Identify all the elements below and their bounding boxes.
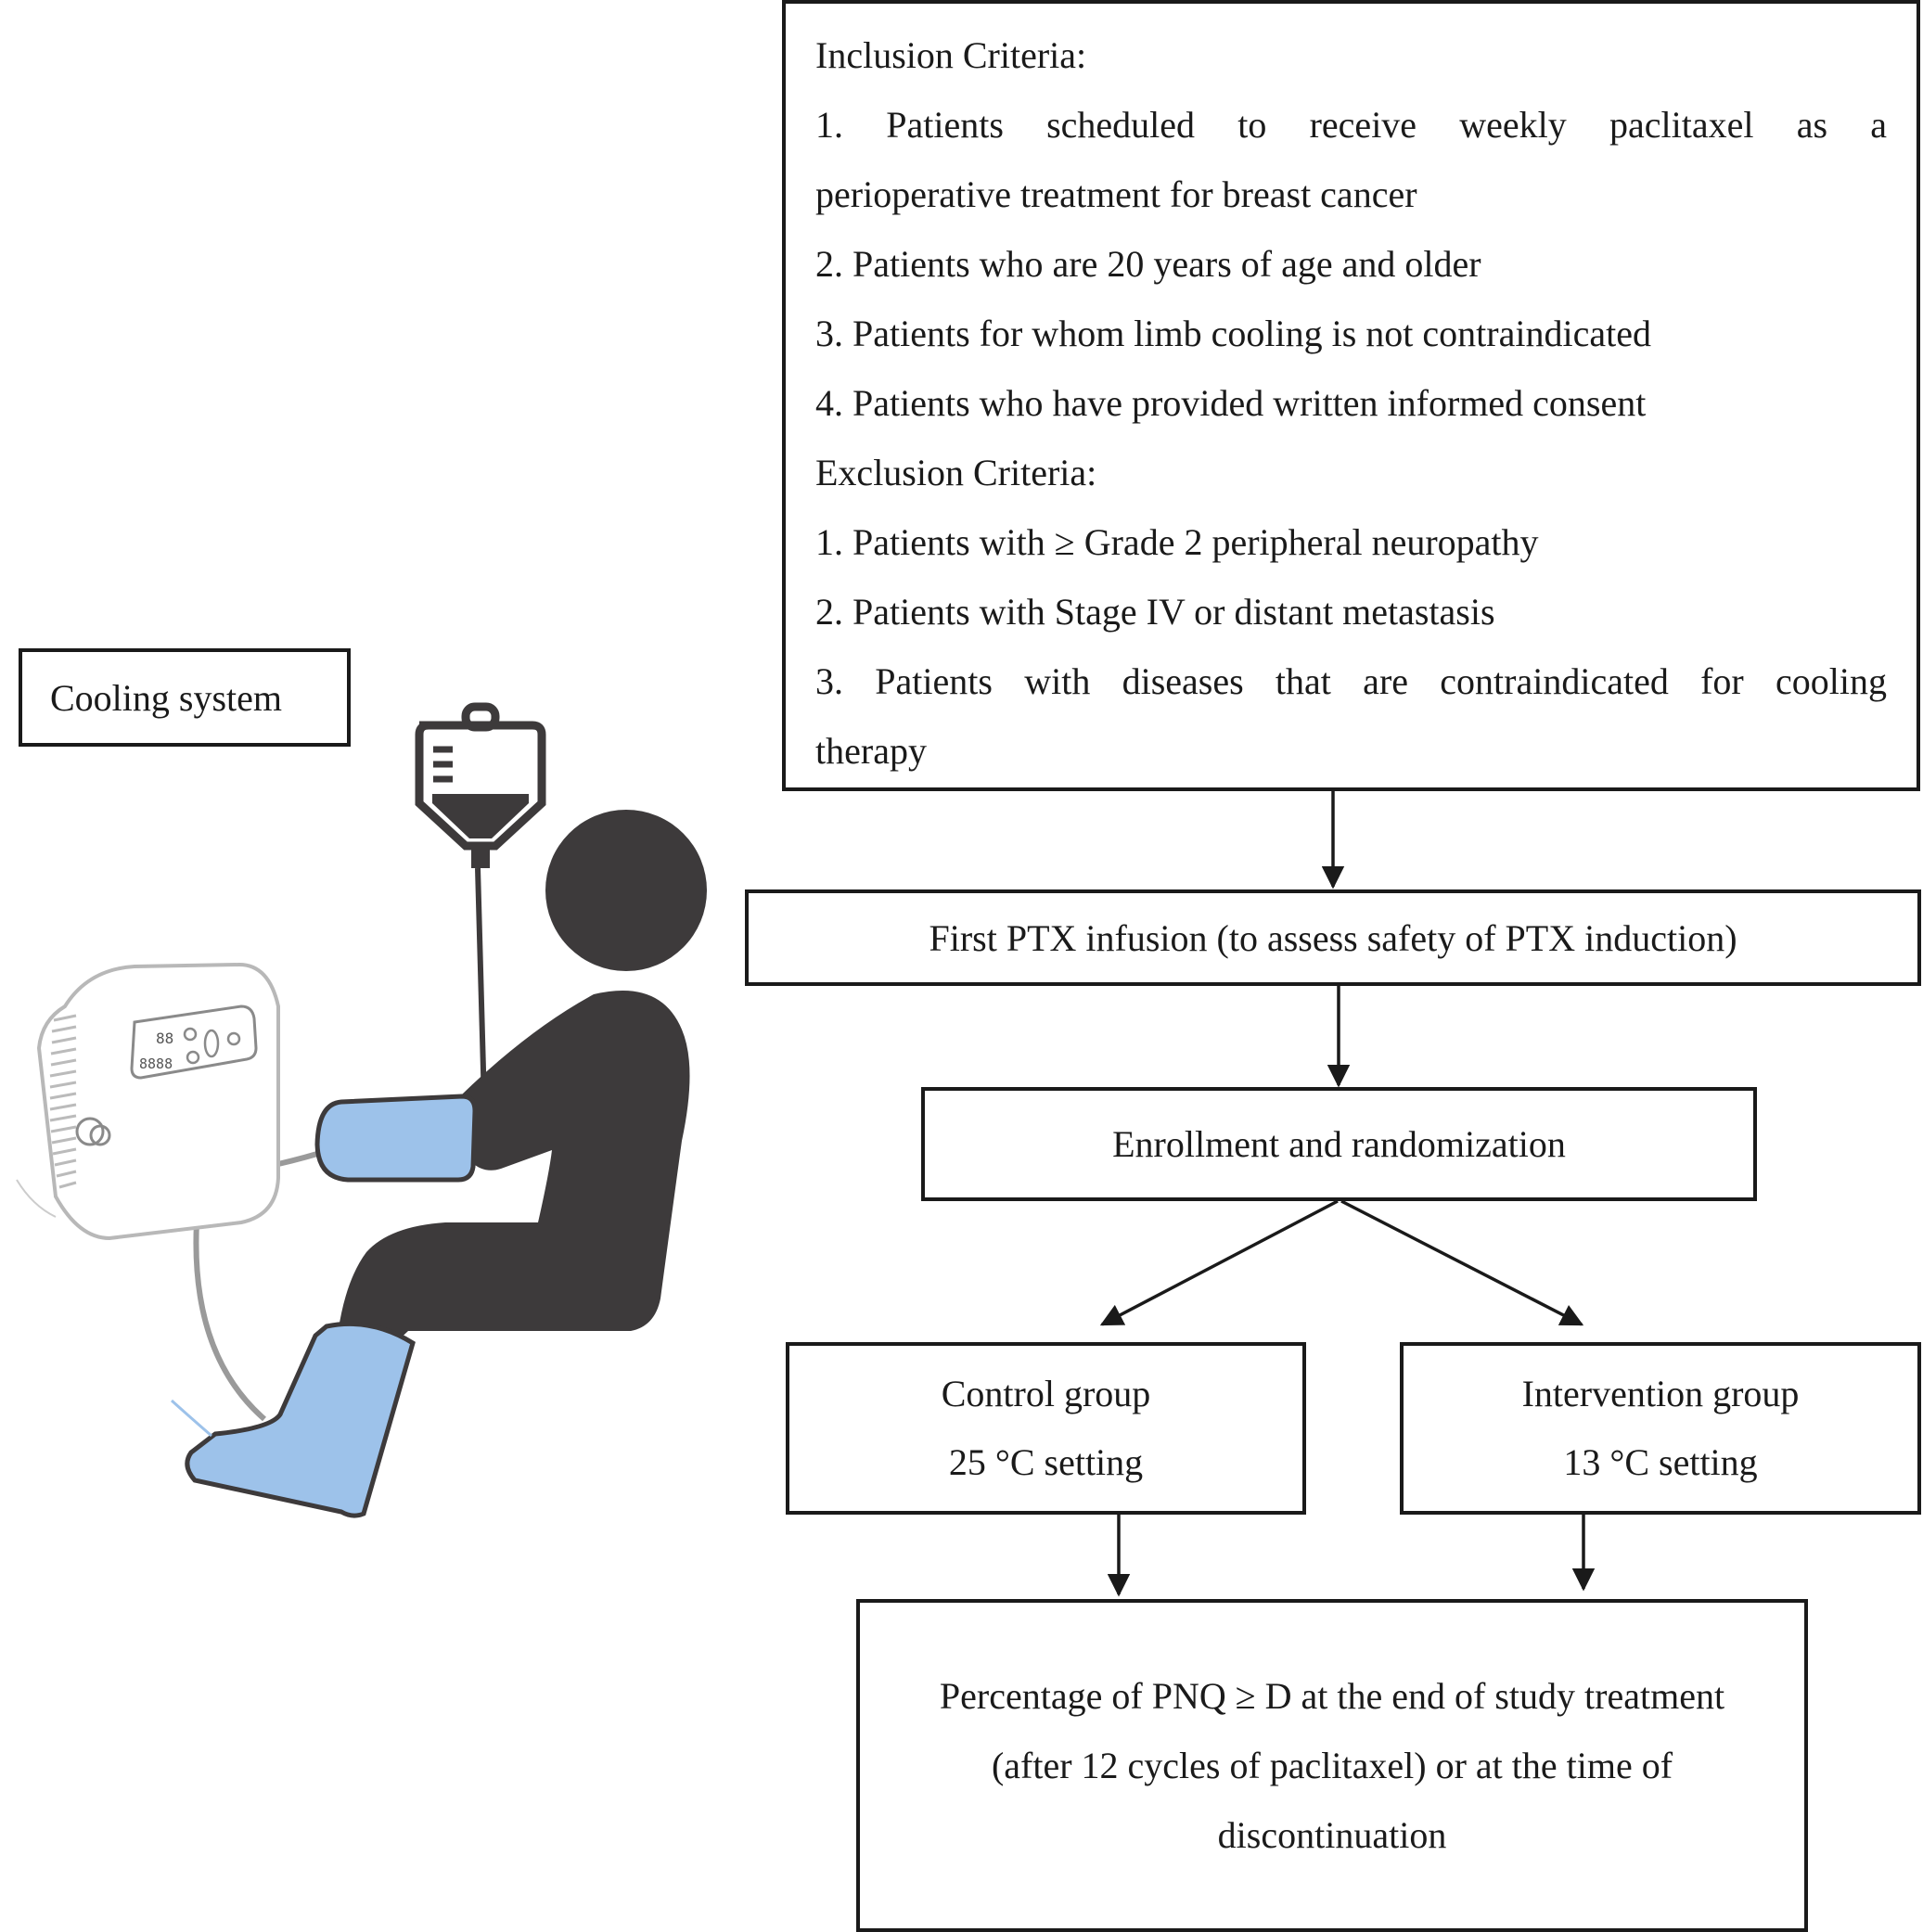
first-infusion-text: First PTX infusion (to assess safety of … — [929, 916, 1737, 959]
inclusion-item-1-line-2: perioperative treatment for breast cance… — [815, 173, 1417, 215]
cooling-tube-foot — [193, 1222, 266, 1422]
patient-figure — [334, 810, 707, 1373]
exclusion-item-2: 2. Patients with Stage IV or distant met… — [815, 591, 1495, 633]
outcome-line-3: discontinuation — [1217, 1814, 1447, 1856]
first-infusion-box: First PTX infusion (to assess safety of … — [745, 889, 1921, 986]
iv-line — [475, 867, 487, 1105]
cooling-system-label: Cooling system — [19, 648, 351, 747]
patient-head — [545, 810, 707, 971]
inclusion-title: Inclusion Criteria: — [815, 34, 1087, 76]
arrow-enrollment-to-control — [1099, 1199, 1339, 1326]
enrollment-box: Enrollment and randomization — [921, 1087, 1757, 1201]
arrow-enrollment-to-intervention — [1340, 1199, 1584, 1326]
inclusion-item-1-line-1: 1. Patients scheduled to receive weekly … — [815, 104, 1887, 146]
outcome-line-2: (after 12 cycles of paclitaxel) or at th… — [991, 1745, 1673, 1786]
inclusion-item-2: 2. Patients who are 20 years of age and … — [815, 243, 1481, 285]
criteria-box: Inclusion Criteria: 1. Patients schedule… — [782, 0, 1920, 791]
device-display-top: 88 — [156, 1030, 173, 1047]
intervention-group-setting: 13 °C setting — [1563, 1441, 1758, 1483]
inclusion-item-4: 4. Patients who have provided written in… — [815, 382, 1647, 424]
intervention-group-name: Intervention group — [1521, 1373, 1800, 1414]
intervention-group-box: Intervention group 13 °C setting — [1400, 1342, 1921, 1515]
control-group-setting: 25 °C setting — [948, 1441, 1144, 1483]
exclusion-item-3-line-2: therapy — [815, 730, 927, 772]
outcome-box: Percentage of PNQ ≥ D at the end of stud… — [856, 1599, 1808, 1932]
exclusion-item-3-line-1: 3. Patients with diseases that are contr… — [815, 660, 1887, 702]
inclusion-item-3: 3. Patients for whom limb cooling is not… — [815, 313, 1651, 354]
control-group-name: Control group — [941, 1373, 1151, 1414]
cooling-glove — [314, 1094, 478, 1183]
outcome-line-1: Percentage of PNQ ≥ D at the end of stud… — [939, 1675, 1725, 1717]
exclusion-item-1: 1. Patients with ≥ Grade 2 peripheral ne… — [815, 521, 1539, 563]
control-group-box: Control group 25 °C setting — [786, 1342, 1306, 1515]
device-display-bottom: 8888 — [139, 1056, 173, 1072]
cooling-boot — [185, 1321, 416, 1518]
patient-body — [334, 990, 690, 1373]
enrollment-text: Enrollment and randomization — [1112, 1123, 1566, 1165]
cooling-system-text: Cooling system — [50, 676, 283, 719]
exclusion-title: Exclusion Criteria: — [815, 452, 1097, 493]
cooling-device: 88 8888 — [36, 962, 280, 1241]
device-connector-icon — [75, 1117, 105, 1146]
